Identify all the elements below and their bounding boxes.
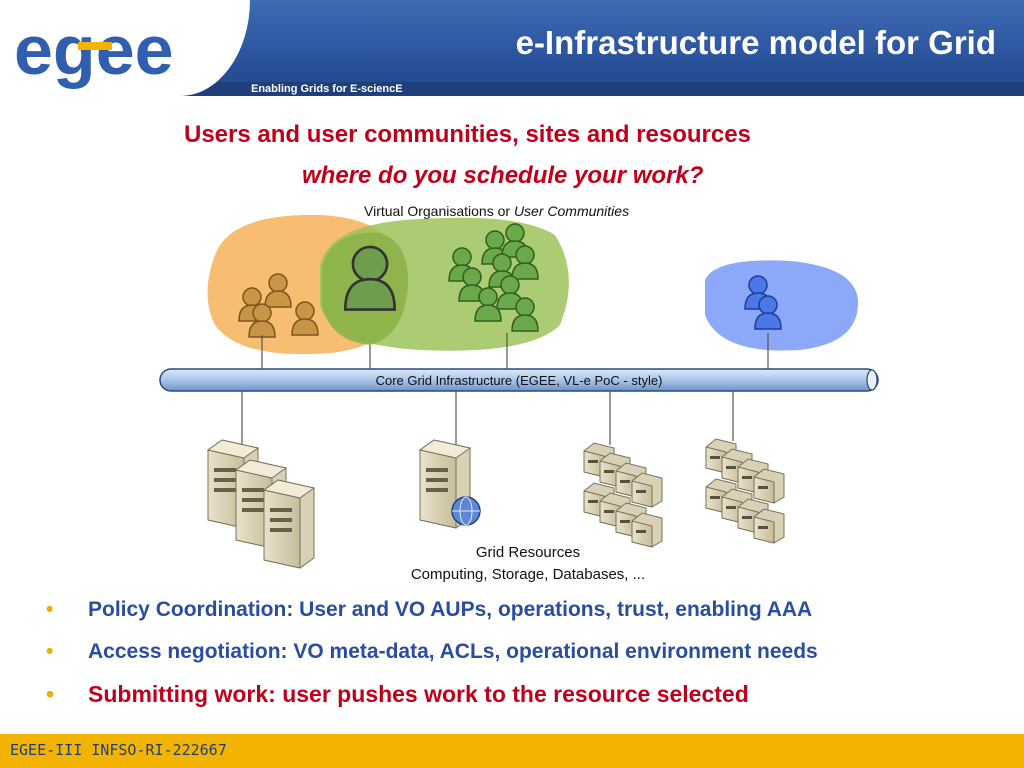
- vo-label: Virtual Organisations or User Communitie…: [364, 203, 629, 219]
- bullet-text: Policy Coordination: User and VO AUPs, o…: [88, 598, 813, 621]
- footer-text: EGEE-III INFSO-RI-222667: [10, 741, 227, 759]
- slide-footer: EGEE-III INFSO-RI-222667: [0, 734, 1024, 768]
- egee-logo: egee: [0, 0, 250, 96]
- header-subbar: [0, 82, 1024, 96]
- heading-primary: Users and user communities, sites and re…: [184, 121, 751, 148]
- rack-icon: [753, 468, 785, 504]
- rack-icon: [631, 512, 663, 548]
- bullet-dot: •: [46, 640, 54, 663]
- server-cluster-compute: [207, 439, 315, 569]
- rack-icon: [753, 508, 785, 544]
- resources-title: Grid Resources: [476, 544, 580, 561]
- slide-title: e-Infrastructure model for Grid: [515, 24, 996, 61]
- heading-question: where do you schedule your work?: [302, 162, 704, 189]
- bullet-dot: •: [46, 598, 54, 621]
- egee-logo-mark: egee: [14, 11, 174, 89]
- bullet-text: Access negotiation: VO meta-data, ACLs, …: [88, 640, 818, 663]
- slide-header: egee e-Infrastructure model for Grid Ena…: [0, 0, 1024, 96]
- core-grid-backbone: Core Grid Infrastructure (EGEE, VL-e PoC…: [159, 368, 879, 392]
- bullet-text: Submitting work: user pushes work to the…: [88, 681, 749, 707]
- grid-diagram: Virtual Organisations or User Communitie…: [159, 203, 879, 583]
- blue-community-blob: [705, 260, 859, 351]
- shared-user-icon: [343, 245, 397, 311]
- bullet-dot: •: [46, 681, 55, 707]
- logo-accent: [78, 42, 112, 50]
- backbone-label: Core Grid Infrastructure (EGEE, VL-e PoC…: [376, 373, 663, 388]
- storage-rack-1: [583, 442, 663, 548]
- rack-icon: [631, 472, 663, 508]
- header-tagline: Enabling Grids for E-sciencE: [251, 83, 403, 95]
- storage-rack-2: [705, 438, 785, 544]
- resources-subtitle: Computing, Storage, Databases, ...: [411, 566, 645, 583]
- server-database-globe: [419, 439, 481, 529]
- server-icon: [263, 479, 315, 569]
